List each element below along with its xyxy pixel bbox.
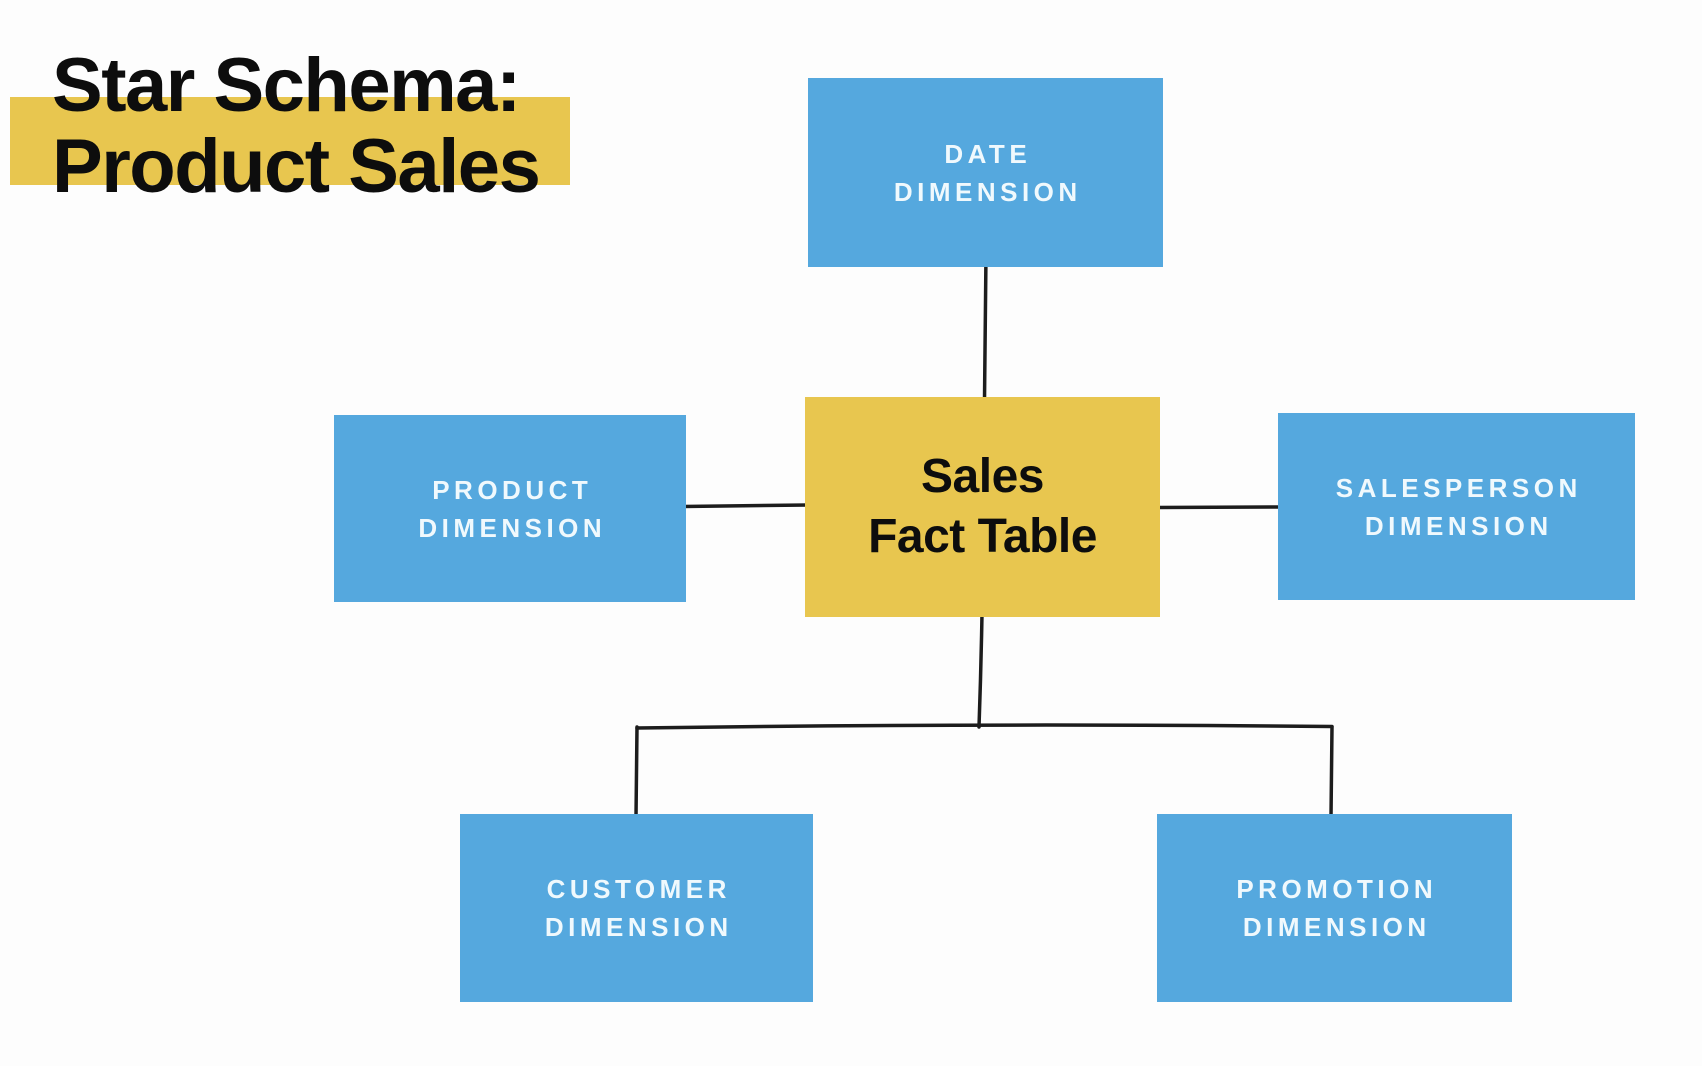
connector-rail-to-promotion — [1329, 725, 1334, 819]
connector-rail-to-customer — [634, 725, 639, 819]
connector-fact-to-rail — [977, 612, 984, 729]
node-date-dimension: DATE DIMENSION — [808, 78, 1163, 267]
page-title-line-2: Product Sales — [52, 124, 541, 209]
node-sales-fact-table: Sales Fact Table — [805, 397, 1160, 617]
node-date-dimension-label-line-1: DATE — [944, 138, 1032, 169]
node-product-dimension-label-line-1: PRODUCT — [432, 474, 593, 505]
node-product-dimension: PRODUCT DIMENSION — [334, 415, 686, 602]
title-highlight — [10, 97, 570, 185]
node-salesperson-dimension: SALESPERSON DIMENSION — [1278, 413, 1635, 600]
page-title: Star Schema: Product Sales — [52, 43, 541, 209]
node-date-dimension-label-line-2: DIMENSION — [893, 176, 1082, 207]
node-customer-dimension: CUSTOMER DIMENSION — [460, 814, 813, 1002]
node-promotion-dimension: PROMOTION DIMENSION — [1157, 814, 1512, 1002]
connector-salesperson-to-fact — [1155, 505, 1283, 510]
connector-product-to-fact — [681, 503, 810, 509]
connector-date-to-fact — [982, 252, 988, 402]
page-title-line-1: Star Schema: — [52, 43, 521, 128]
node-promotion-dimension-label-line-1: PROMOTION — [1236, 874, 1438, 904]
node-salesperson-dimension-label-line-1: SALESPERSON — [1335, 472, 1582, 503]
node-sales-fact-table-label-line-1: Sales — [921, 450, 1044, 503]
node-salesperson-dimension-label-line-2: DIMENSION — [1364, 510, 1553, 541]
node-sales-fact-table-label-line-2: Fact Table — [868, 510, 1097, 563]
node-product-dimension-label-line-2: DIMENSION — [418, 512, 607, 543]
node-customer-dimension-label-line-1: CUSTOMER — [546, 874, 731, 904]
connector-bottom-rail — [635, 723, 1334, 730]
node-customer-dimension-label-line-2: DIMENSION — [544, 912, 733, 942]
node-promotion-dimension-label-line-2: DIMENSION — [1242, 912, 1431, 942]
